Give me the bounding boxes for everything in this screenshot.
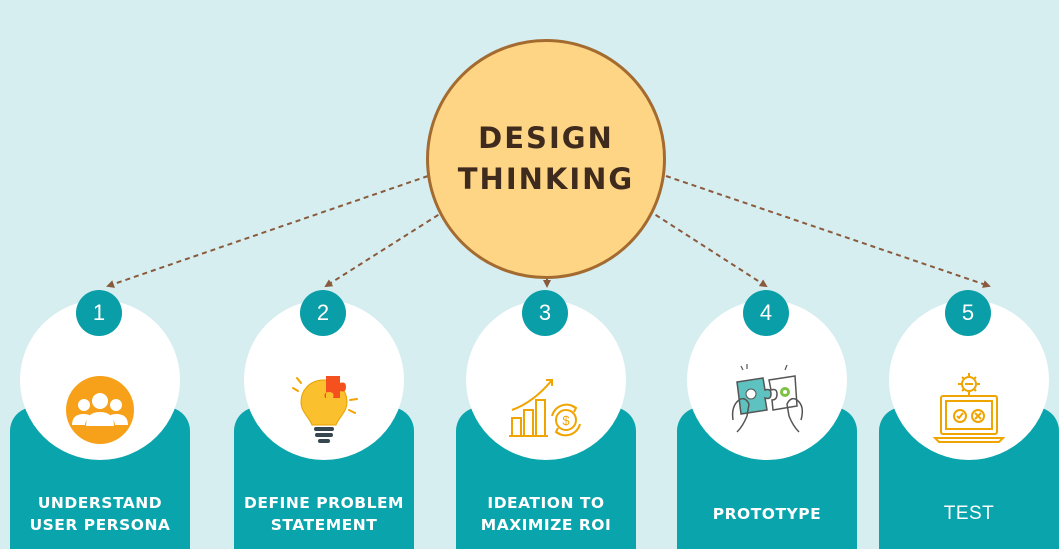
- design-thinking-hub: DESIGN THINKING: [426, 39, 666, 279]
- svg-text:$: $: [562, 413, 570, 428]
- step-test: 5 TEST: [879, 290, 1059, 549]
- step-number-badge: 5: [945, 290, 991, 336]
- step-label-line-1: IDEATION TO: [487, 494, 605, 512]
- hands-puzzle-icon: [731, 364, 804, 433]
- step-label-line-1: UNDERSTAND: [37, 494, 163, 512]
- step-define-problem-statement: 2 DEFINE PROBLEM STATEMENT: [234, 290, 414, 549]
- step-label-line-2: MAXIMIZE ROI: [480, 516, 612, 534]
- step-label-line-1: DEFINE PROBLEM: [244, 494, 404, 512]
- step-number-badge: 4: [743, 290, 789, 336]
- step-label: DEFINE PROBLEM STATEMENT: [234, 486, 414, 542]
- step-label: TEST: [879, 486, 1059, 542]
- step-label-line-2: USER PERSONA: [29, 516, 171, 534]
- step-label-line-1: TEST: [943, 503, 995, 524]
- step-number-badge: 2: [300, 290, 346, 336]
- laptop-test-icon: [932, 373, 1006, 443]
- step-number-badge: 3: [522, 290, 568, 336]
- step-understand-user-persona: 1 UNDERSTAND USER PERSONA: [10, 290, 190, 549]
- lightbulb-puzzle-icon: [292, 376, 358, 443]
- connector-step-1: [106, 175, 429, 288]
- step-number-badge: 1: [76, 290, 122, 336]
- hub-title-line-2: THINKING: [457, 162, 635, 196]
- step-prototype: 4 PROTOTYPE: [677, 290, 857, 549]
- hub-title-line-1: DESIGN: [478, 121, 614, 155]
- users-group-icon: [66, 376, 134, 444]
- step-label-line-1: PROTOTYPE: [712, 505, 822, 523]
- step-label: IDEATION TO MAXIMIZE ROI: [456, 486, 636, 542]
- step-ideation-to-maximize-roi: 3 $ IDEATION TO MAXIMIZE ROI: [456, 290, 636, 549]
- step-label: UNDERSTAND USER PERSONA: [10, 486, 190, 542]
- connector-step-5: [665, 175, 991, 288]
- step-label-line-2: STATEMENT: [270, 516, 378, 534]
- step-label: PROTOTYPE: [677, 486, 857, 542]
- connector-step-2: [324, 209, 447, 288]
- growth-chart-dollar-icon: $: [509, 379, 581, 437]
- connector-step-4: [647, 209, 768, 288]
